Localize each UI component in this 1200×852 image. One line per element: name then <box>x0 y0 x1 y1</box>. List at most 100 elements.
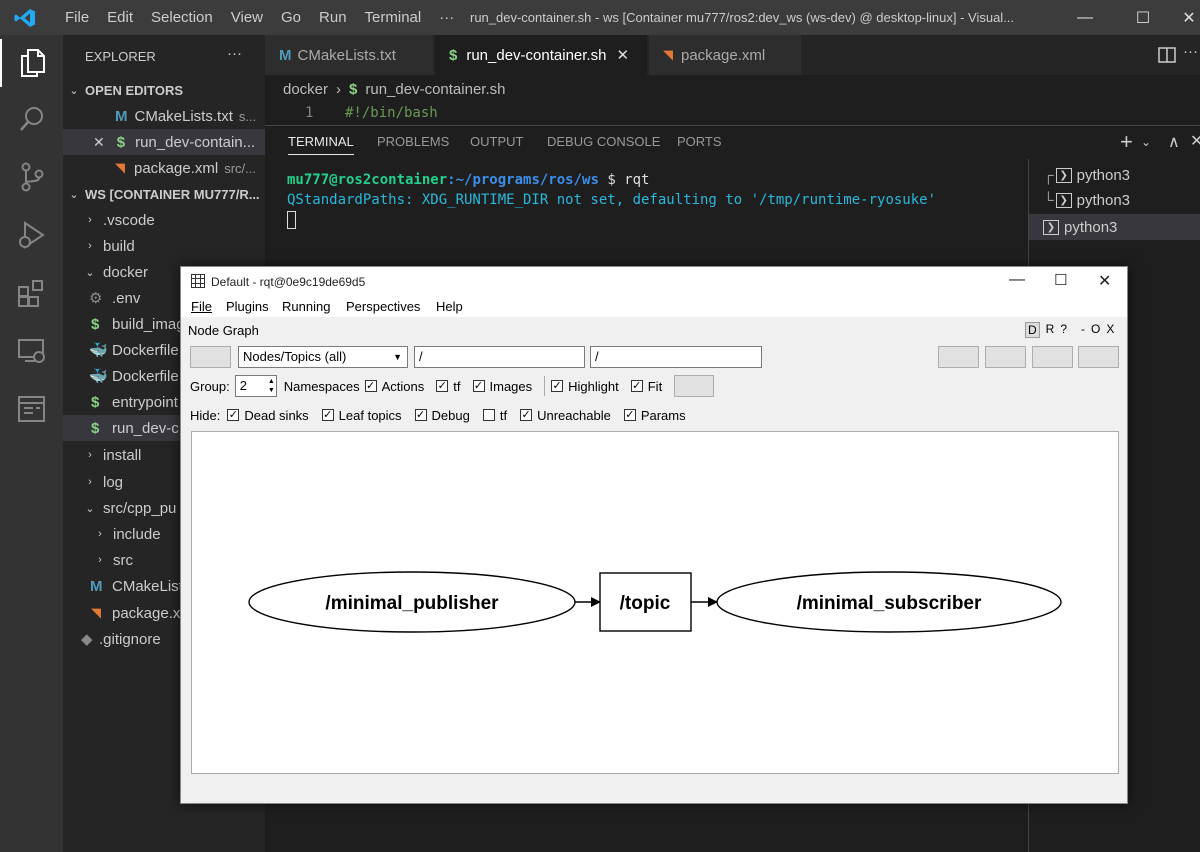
close-icon[interactable]: ✕ <box>93 133 105 150</box>
menu-edit[interactable]: Edit <box>107 9 134 26</box>
rqt-menu-file[interactable]: File <box>191 299 212 314</box>
ros-panel-icon[interactable] <box>0 385 63 433</box>
subscriber-node[interactable] <box>716 571 1062 633</box>
save-dot-button[interactable] <box>985 346 1026 368</box>
tree-folder[interactable]: ⌄docker <box>63 259 265 285</box>
group-spinbox[interactable]: 2 ▲▼ <box>234 375 277 397</box>
tree-file[interactable]: $build_imag <box>91 315 185 333</box>
plugin-minimize-button[interactable]: - <box>1081 322 1086 336</box>
tab-debug-console[interactable]: DEBUG CONSOLE <box>547 134 661 149</box>
terminal-list-item[interactable]: └ ❯ python3 <box>1043 191 1131 209</box>
plugin-help-button[interactable]: ? <box>1060 322 1068 336</box>
tree-folder[interactable]: ›.vscode <box>63 207 265 233</box>
rqt-menu-perspectives[interactable]: Perspectives <box>346 299 421 314</box>
rqt-minimize-button[interactable]: — <box>1009 271 1025 288</box>
open-editor-item-active[interactable]: ✕ $ run_dev-contain... <box>63 129 265 155</box>
menu-file[interactable]: File <box>65 9 90 26</box>
terminal-list-item[interactable]: ┌ ❯ python3 <box>1043 166 1131 184</box>
tf-hide-checkbox[interactable] <box>482 409 495 421</box>
save-image-button[interactable] <box>1078 346 1119 368</box>
plugin-reload-button[interactable]: R <box>1045 322 1055 336</box>
rqt-close-button[interactable]: ✕ <box>1098 273 1112 290</box>
plugin-float-button[interactable]: O <box>1091 322 1101 336</box>
rqt-maximize-button[interactable]: ☐ <box>1054 272 1068 289</box>
tab-package-xml[interactable]: ◥ package.xml <box>649 35 801 75</box>
new-terminal-icon[interactable]: + <box>1120 129 1133 154</box>
extensions-icon[interactable] <box>0 269 63 317</box>
explorer-more-button[interactable]: ··· <box>227 45 242 62</box>
tree-file[interactable]: ◥package.x <box>91 604 181 622</box>
node-filter-input[interactable]: / <box>414 346 585 368</box>
maximize-button[interactable]: ☐ <box>1135 9 1151 27</box>
tab-output[interactable]: OUTPUT <box>470 134 524 149</box>
code-text[interactable]: #!/bin/bash <box>345 105 438 121</box>
tree-file[interactable]: $entrypoint <box>91 393 178 411</box>
plugin-close-button[interactable]: X <box>1106 322 1115 336</box>
graph-mode-select[interactable]: Nodes/Topics (all) ▼ <box>238 346 408 368</box>
topic-filter-input[interactable]: / <box>590 346 762 368</box>
tab-problems[interactable]: PROBLEMS <box>377 134 450 149</box>
tree-folder[interactable]: ›log <box>63 469 265 495</box>
run-debug-icon[interactable] <box>0 211 63 259</box>
close-icon[interactable]: ✕ <box>616 47 630 64</box>
open-editor-item[interactable]: ◥ package.xml src/... <box>115 159 256 177</box>
tree-folder[interactable]: ›install <box>63 442 265 468</box>
save-svg-button[interactable] <box>1032 346 1073 368</box>
rqt-menu-plugins[interactable]: Plugins <box>226 299 269 314</box>
menu-terminal[interactable]: Terminal <box>364 9 422 26</box>
workspace-header[interactable]: ⌄ WS [CONTAINER MU777/R... <box>63 181 265 207</box>
menu-view[interactable]: View <box>230 9 263 26</box>
params-checkbox[interactable]: ✓ <box>623 409 636 421</box>
source-control-icon[interactable] <box>0 153 63 201</box>
tree-folder[interactable]: ›src <box>63 547 265 573</box>
search-icon[interactable] <box>0 95 63 143</box>
debug-checkbox[interactable]: ✓ <box>414 409 427 421</box>
leaf-topics-checkbox[interactable]: ✓ <box>321 409 334 421</box>
highlight-checkbox[interactable]: ✓ <box>551 380 564 392</box>
tf-checkbox[interactable]: ✓ <box>436 380 449 392</box>
explorer-icon[interactable] <box>0 39 63 87</box>
open-editor-item[interactable]: M CMakeLists.txt s... <box>115 107 257 125</box>
tree-folder[interactable]: ›build <box>63 233 265 259</box>
terminal-list-item-active[interactable]: ❯ python3 <box>1029 214 1200 240</box>
more-actions-button[interactable]: ··· <box>1183 43 1198 60</box>
rqt-menu-help[interactable]: Help <box>436 299 463 314</box>
maximize-panel-icon[interactable]: ∧ <box>1168 134 1180 151</box>
minimize-button[interactable]: — <box>1077 8 1093 26</box>
split-editor-icon[interactable] <box>1158 47 1176 63</box>
tree-folder[interactable]: ›include <box>63 521 265 547</box>
plugin-dock-button[interactable]: D <box>1025 322 1040 338</box>
open-editors-header[interactable]: ⌄ OPEN EDITORS <box>63 77 265 103</box>
tree-file[interactable]: 🐳Dockerfile <box>89 341 179 360</box>
unreachable-checkbox[interactable]: ✓ <box>520 409 533 421</box>
fit-in-view-button[interactable] <box>674 375 715 397</box>
tab-ports[interactable]: PORTS <box>677 134 722 149</box>
rqt-menu-running[interactable]: Running <box>282 299 331 314</box>
dead-sinks-checkbox[interactable]: ✓ <box>227 409 240 421</box>
menu-selection[interactable]: Selection <box>151 9 213 26</box>
tab-run-dev-container[interactable]: $ run_dev-container.sh ✕ <box>435 35 647 75</box>
close-panel-icon[interactable]: ✕ <box>1190 133 1200 150</box>
menu-go[interactable]: Go <box>281 9 302 26</box>
remote-explorer-icon[interactable] <box>0 327 63 375</box>
tree-file[interactable]: ◆.gitignore <box>81 630 161 649</box>
tree-file[interactable]: ⚙.env <box>89 289 141 308</box>
refresh-graph-button[interactable] <box>190 346 231 368</box>
menu-run[interactable]: Run <box>319 9 347 26</box>
load-dot-button[interactable] <box>938 346 979 368</box>
tree-file[interactable]: 🐳Dockerfile <box>89 367 179 386</box>
chevron-down-icon[interactable]: ⌄ <box>1141 135 1152 149</box>
close-button[interactable]: ✕ <box>1182 9 1196 27</box>
node-graph-canvas[interactable]: /minimal_publisher /topic /minimal_subsc… <box>191 431 1119 774</box>
tab-terminal[interactable]: TERMINAL <box>288 134 354 155</box>
tab-cmakelists[interactable]: M CMakeLists.txt <box>265 35 433 75</box>
menu-more[interactable]: ··· <box>439 9 455 26</box>
breadcrumb-folder[interactable]: docker <box>283 80 329 98</box>
breadcrumb-file[interactable]: run_dev-container.sh <box>365 80 506 98</box>
topic-node[interactable] <box>599 572 692 632</box>
images-checkbox[interactable]: ✓ <box>472 380 485 392</box>
fit-checkbox[interactable]: ✓ <box>630 380 643 392</box>
tree-folder[interactable]: ⌄src/cpp_pu <box>63 495 265 521</box>
namespaces-checkbox[interactable]: ✓ <box>364 380 377 392</box>
